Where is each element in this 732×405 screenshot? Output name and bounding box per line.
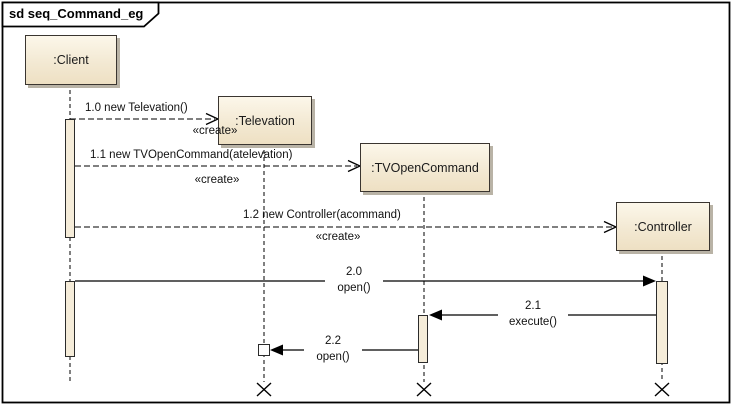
filled-arrowhead-2-0 — [643, 275, 656, 287]
message-label-1-1[interactable]: 1.1 new TVOpenCommand(atelevation) — [90, 149, 293, 161]
object-label-client: :Client — [53, 53, 89, 67]
activation-bar-controller[interactable] — [656, 281, 668, 364]
destroy-x-controller — [654, 382, 670, 397]
stereotype-create-1-1: «create» — [194, 174, 240, 186]
message-name-2-1: execute() — [509, 316, 557, 328]
object-label-controller: :Controller — [634, 219, 692, 234]
message-label-1-0[interactable]: 1.0 new Televation() — [85, 102, 188, 114]
frame-title-tab — [1, 1, 160, 28]
activation-bar-tvopencommand[interactable] — [418, 315, 428, 363]
activation-bar-client-1[interactable] — [65, 119, 75, 238]
message-label-2-0[interactable]: 2.0 open() — [325, 263, 383, 297]
object-box-controller[interactable]: :Controller — [616, 202, 710, 251]
activation-bar-client-2[interactable] — [65, 281, 75, 357]
message-number-2-0: 2.0 — [346, 266, 362, 278]
object-box-tvopencommand[interactable]: :TVOpenCommand — [360, 143, 490, 192]
message-number-2-2: 2.2 — [325, 335, 341, 347]
message-label-2-1[interactable]: 2.1 execute() — [498, 297, 568, 331]
message-label-1-2[interactable]: 1.2 new Controller(acommand) — [243, 209, 401, 221]
object-box-televation[interactable]: :Televation — [218, 96, 312, 145]
stereotype-create-1-0: «create» — [192, 125, 238, 137]
message-label-2-2[interactable]: 2.2 open() — [304, 332, 362, 366]
message-name-2-0: open() — [337, 282, 371, 294]
activation-square-televation[interactable] — [258, 344, 270, 356]
object-label-tvopencommand: :TVOpenCommand — [371, 160, 479, 175]
message-number-2-1: 2.1 — [525, 300, 541, 312]
message-name-2-2: open() — [316, 351, 350, 363]
object-box-client[interactable]: :Client — [25, 35, 117, 85]
frame-title: sd seq_Command_eg — [9, 6, 144, 21]
destroy-x-tvopencommand — [416, 382, 432, 397]
destroy-x-televation — [256, 382, 272, 397]
filled-arrowhead-2-2 — [270, 344, 283, 356]
stereotype-create-1-2: «create» — [315, 231, 361, 243]
object-label-televation: :Televation — [235, 113, 295, 128]
filled-arrowhead-2-1 — [429, 309, 442, 321]
